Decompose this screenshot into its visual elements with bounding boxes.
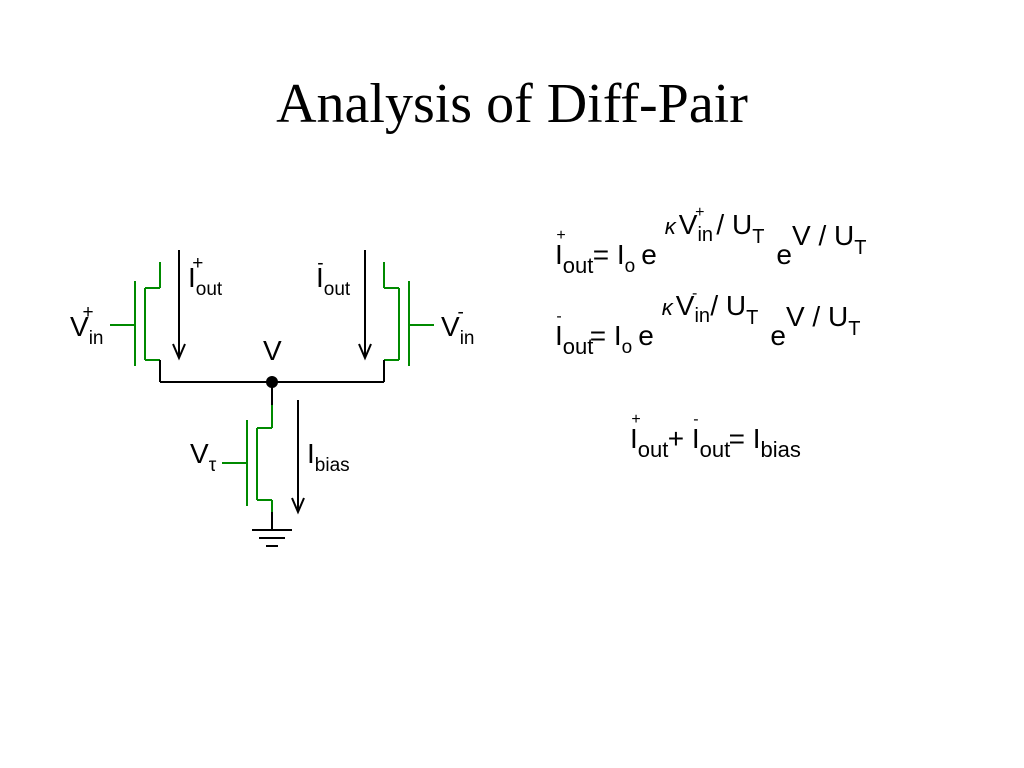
ground-icon: [252, 529, 292, 547]
iout-plus-label: Iout+: [188, 253, 223, 300]
slide-title: Analysis of Diff-Pair: [276, 73, 748, 135]
i-bias-label: Ibias: [307, 438, 350, 476]
diff-pair-schematic: Vin+ Iout+ Iout- Vin- V Vτ Ibias: [70, 250, 474, 547]
vin-plus-label: Vin+: [70, 302, 103, 349]
iout-plus-arrow: [172, 250, 186, 361]
v-tau-label: Vτ: [190, 438, 217, 476]
vin-minus-label: Vin-: [441, 302, 474, 349]
bias-transistor: [222, 405, 273, 512]
ibias-arrow: [291, 400, 305, 515]
left-input-transistor: [110, 262, 161, 366]
iout-minus-arrow: [358, 250, 372, 361]
iout-minus-label: Iout-: [316, 253, 351, 300]
node-v-label: V: [263, 335, 282, 366]
equation-current-sum: Iout++ Iout-= Ibias: [630, 411, 801, 462]
right-input-transistor: [383, 262, 434, 366]
